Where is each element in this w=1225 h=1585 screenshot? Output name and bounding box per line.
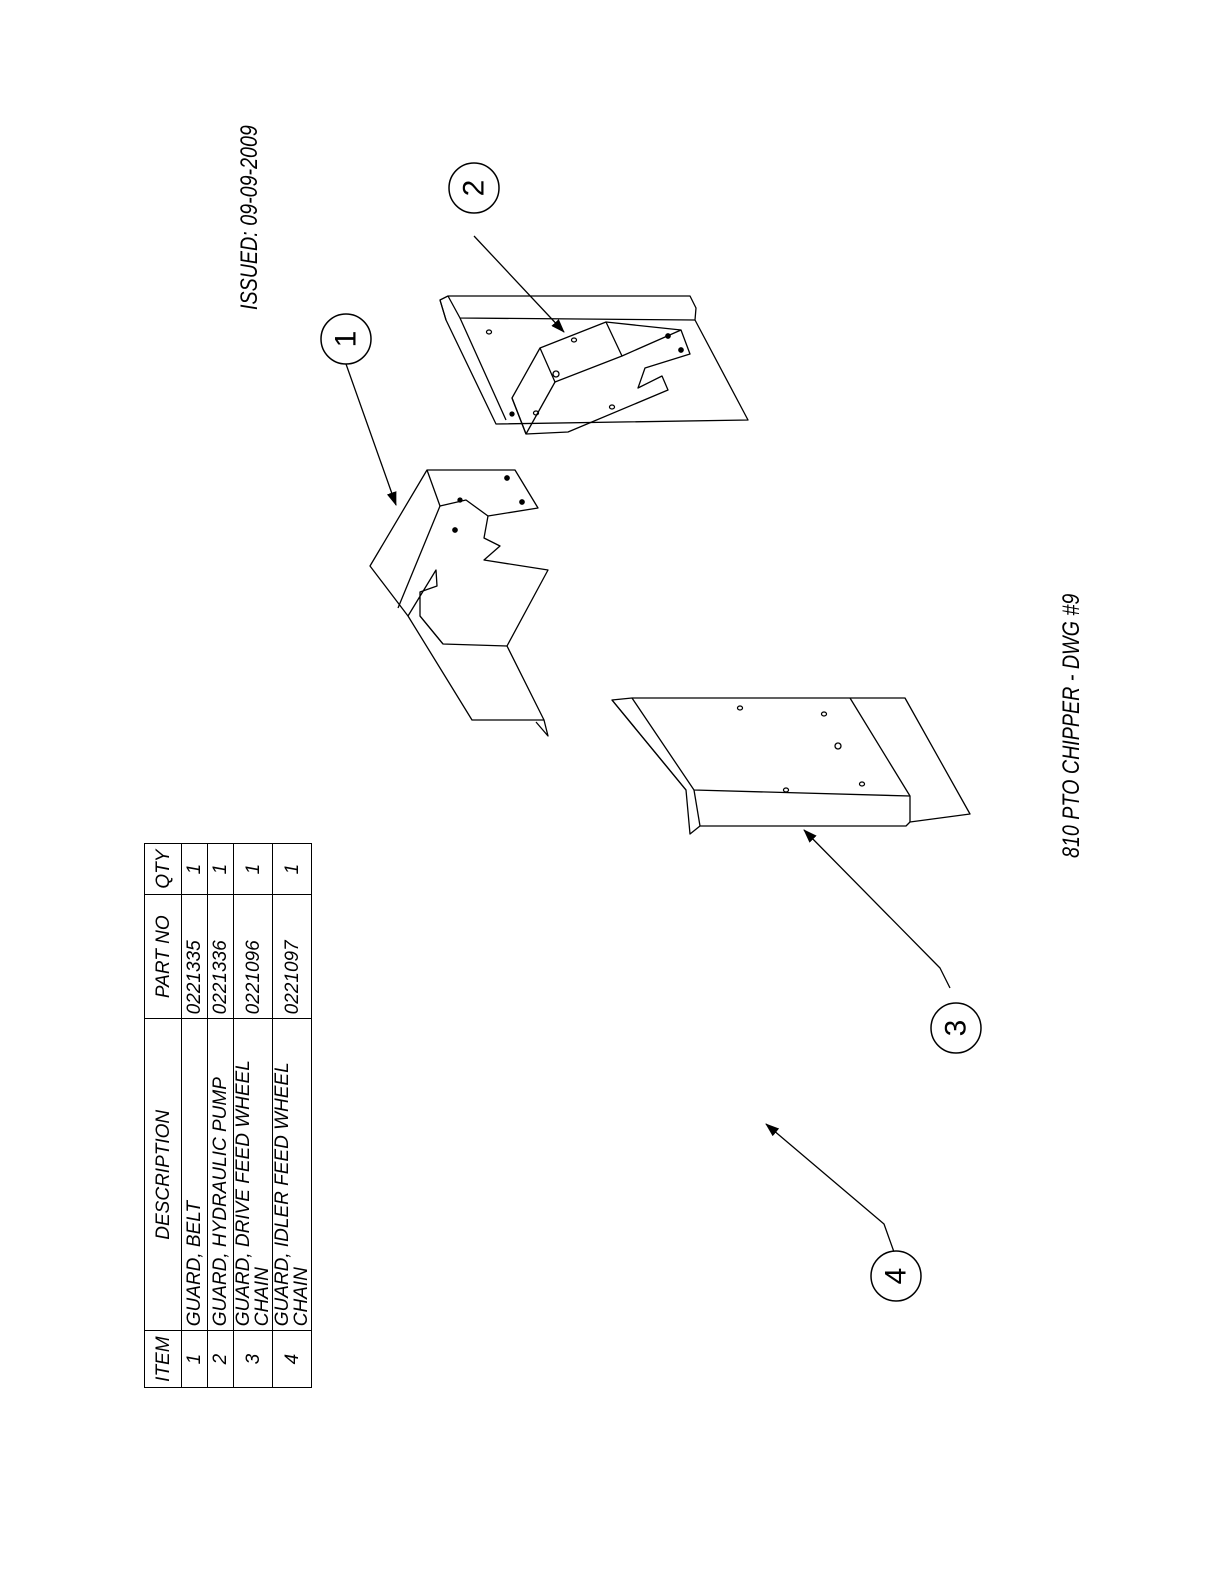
balloon-4-label: 4: [880, 1268, 913, 1285]
balloon-1-label: 1: [330, 331, 363, 348]
balloon-2-label: 2: [458, 180, 491, 197]
balloon-2: 2: [449, 163, 499, 213]
part-4-idler-feed-wheel-chain-guard: [440, 296, 748, 424]
part-3-drive-feed-wheel-chain-guard: [612, 698, 970, 834]
balloon-3-label: 3: [940, 1020, 973, 1037]
leader-1: [346, 364, 396, 505]
leader-3: [804, 830, 950, 988]
balloon-1: 1: [321, 314, 371, 364]
part-2-hydraulic-pump-guard: [510, 322, 690, 434]
part-1-belt-guard: [370, 470, 548, 736]
balloon-4: 4: [871, 1251, 921, 1301]
leader-4: [766, 1124, 894, 1252]
balloon-3: 3: [931, 1003, 981, 1053]
